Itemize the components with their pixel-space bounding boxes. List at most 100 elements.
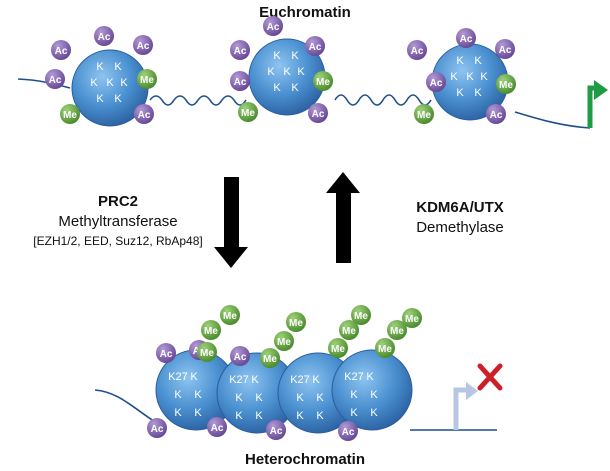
kdm6a-label: KDM6A/UTX Demethylase: [380, 198, 540, 238]
methyl-mark: Me: [260, 348, 280, 368]
methyl-mark: Me: [60, 104, 80, 124]
acetyl-label: Ac: [49, 75, 62, 86]
acetyl-label: Ac: [499, 45, 512, 56]
methyl-label: Me: [63, 110, 77, 121]
methyl-mark: Me: [137, 69, 157, 89]
acetyl-circle: [133, 35, 153, 55]
acetyl-mark: Ac: [263, 16, 283, 36]
methyl-label: Me: [405, 314, 419, 325]
lysine-residue: K: [316, 392, 324, 404]
kdm6a-up-arrow: [326, 172, 360, 263]
k27-residue: K27: [290, 374, 310, 386]
acetyl-circle: [230, 40, 250, 60]
prc2-role: Methyltransferase: [58, 213, 178, 230]
lysine-residue: K: [174, 407, 182, 419]
lysine-residue: K: [251, 374, 259, 386]
acetyl-circle: [230, 71, 250, 91]
acetyl-circle: [51, 40, 71, 60]
lysine-residue: K: [350, 407, 358, 419]
acetyl-label: Ac: [211, 423, 224, 434]
acetyl-mark: Ac: [230, 40, 250, 60]
methyl-mark: Me: [201, 320, 221, 340]
lysine-residue: K: [267, 66, 275, 78]
acetyl-label: Ac: [490, 110, 503, 121]
acetyl-mark: Ac: [495, 39, 515, 59]
prc2-name: PRC2: [97, 193, 138, 210]
methyl-mark: Me: [402, 308, 422, 328]
methyl-circle: [387, 320, 407, 340]
prc2-members: [EZH1/2, EED, Suz12, RbAp48]: [33, 234, 203, 248]
methyl-mark: Me: [387, 320, 407, 340]
lysine-residue: K: [273, 50, 281, 62]
lysine-residue: K: [194, 407, 202, 419]
methyl-circle: [238, 102, 258, 122]
acetyl-mark: Ac: [230, 71, 250, 91]
methyl-circle: [339, 320, 359, 340]
methyl-circle: [137, 69, 157, 89]
acetyl-mark: Ac: [426, 72, 446, 92]
methyl-label: Me: [354, 311, 368, 322]
methyl-label: Me: [200, 348, 214, 359]
acetyl-label: Ac: [234, 77, 247, 88]
acetyl-circle: [407, 40, 427, 60]
methyl-label: Me: [277, 337, 291, 348]
dna-strand: [94, 389, 161, 426]
lysine-residue: K: [273, 82, 281, 94]
top-title: Euchromatin: [259, 4, 351, 21]
methyl-label: Me: [499, 80, 513, 91]
lysine-residue: K: [297, 66, 305, 78]
acetyl-circle: [456, 28, 476, 48]
acetyl-circle: [207, 417, 227, 437]
active-transcription-arrowhead: [594, 80, 608, 100]
acetyl-label: Ac: [430, 78, 443, 89]
lysine-residue: K: [370, 389, 378, 401]
methyl-label: Me: [316, 77, 330, 88]
methyl-mark: Me: [339, 320, 359, 340]
methyl-circle: [274, 331, 294, 351]
lysine-residue: K: [366, 371, 374, 383]
methyl-mark: Me: [496, 74, 516, 94]
dna-strand: [334, 94, 432, 106]
methyl-mark: Me: [197, 342, 217, 362]
lysine-residue: K: [456, 55, 464, 67]
methyl-mark: Me: [375, 338, 395, 358]
lysine-residue: K: [350, 389, 358, 401]
dna-strand: [149, 95, 247, 106]
methyl-label: Me: [241, 108, 255, 119]
acetyl-circle: [147, 418, 167, 438]
acetyl-circle: [45, 69, 65, 89]
lysine-residue: K: [316, 410, 324, 422]
acetyl-label: Ac: [270, 426, 283, 437]
methyl-label: Me: [204, 326, 218, 337]
acetyl-mark: Ac: [407, 40, 427, 60]
acetyl-mark: Ac: [133, 35, 153, 55]
acetyl-circle: [338, 421, 358, 441]
acetyl-mark: Ac: [266, 420, 286, 440]
acetyl-label: Ac: [151, 424, 164, 435]
methyl-mark: Me: [220, 305, 240, 325]
methyl-circle: [197, 342, 217, 362]
acetyl-circle: [263, 16, 283, 36]
acetyl-label: Ac: [460, 34, 473, 45]
k27-residue: K27: [229, 374, 249, 386]
methyl-circle: [286, 312, 306, 332]
acetyl-label: Ac: [234, 352, 247, 363]
lysine-residue: K: [474, 87, 482, 99]
acetyl-label: Ac: [267, 22, 280, 33]
acetyl-label: Ac: [342, 427, 355, 438]
methyl-mark: Me: [274, 331, 294, 351]
silenced-transcription-arrowhead: [466, 382, 478, 400]
acetyl-mark: Ac: [147, 418, 167, 438]
lysine-residue: K: [296, 410, 304, 422]
lysine-residue: K: [174, 389, 182, 401]
methyl-label: Me: [378, 344, 392, 355]
kdm6a-name: KDM6A/UTX: [416, 199, 504, 216]
acetyl-label: Ac: [309, 42, 322, 53]
acetyl-circle: [305, 36, 325, 56]
acetyl-mark: Ac: [308, 103, 328, 123]
lysine-residue: K: [296, 392, 304, 404]
